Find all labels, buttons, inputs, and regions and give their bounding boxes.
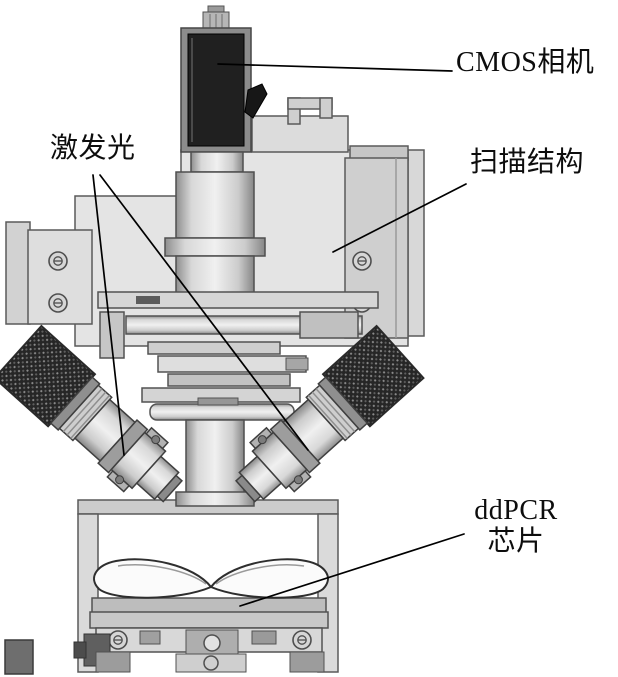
lower-frame (77, 499, 339, 673)
leader-ddpcr-chip (239, 533, 465, 607)
leader-scanning-structure (332, 183, 467, 253)
leader-excitation-left (92, 174, 125, 456)
label-ddpcr-line1: ddPCR (474, 495, 558, 526)
ddpcr-chip-part (93, 558, 329, 599)
lens-tube-upper (175, 171, 255, 239)
lens-tube (164, 151, 266, 303)
stage-plate (97, 291, 379, 309)
stage-disc (149, 403, 295, 421)
screw-icon (108, 630, 128, 650)
objective-cylinder (185, 419, 245, 499)
chip-left-wing (93, 558, 213, 599)
lower-frame-right-column (317, 513, 339, 673)
stage-rod-endblock (299, 311, 359, 339)
cmos-camera-part (180, 5, 268, 153)
leader-lines (92, 63, 467, 607)
top-step-block (251, 115, 349, 153)
screw-icon (48, 251, 68, 271)
lens-flange (164, 237, 266, 257)
lens-adapter (190, 151, 244, 173)
right-rail (407, 149, 425, 337)
screw-icon (292, 630, 312, 650)
label-ddpcr-chip: ddPCR 芯片 (458, 495, 574, 558)
chip-right-wing (209, 558, 329, 599)
handle-end (319, 97, 333, 119)
scanning-structure-block (344, 157, 409, 339)
objective-base (175, 491, 255, 507)
camera-lever (244, 83, 268, 119)
label-excitation-light: 激发光 (50, 133, 136, 164)
stage-knob (285, 357, 309, 371)
leader-cmos-camera (217, 63, 453, 72)
label-scanning-structure: 扫描结构 (470, 147, 585, 178)
base-block (4, 639, 34, 675)
camera-body (187, 33, 245, 147)
leader-excitation-right (99, 174, 309, 451)
left-rail (5, 221, 31, 325)
screw-icon (352, 251, 372, 271)
lower-frame-left-column (77, 513, 99, 673)
label-ddpcr-line2: 芯片 (487, 525, 545, 557)
stage-slot (136, 296, 160, 304)
bottom-stage (73, 611, 329, 673)
label-cmos-camera: CMOS相机 (456, 47, 595, 78)
screw-icon (48, 293, 68, 313)
stage-assembly (97, 291, 379, 507)
